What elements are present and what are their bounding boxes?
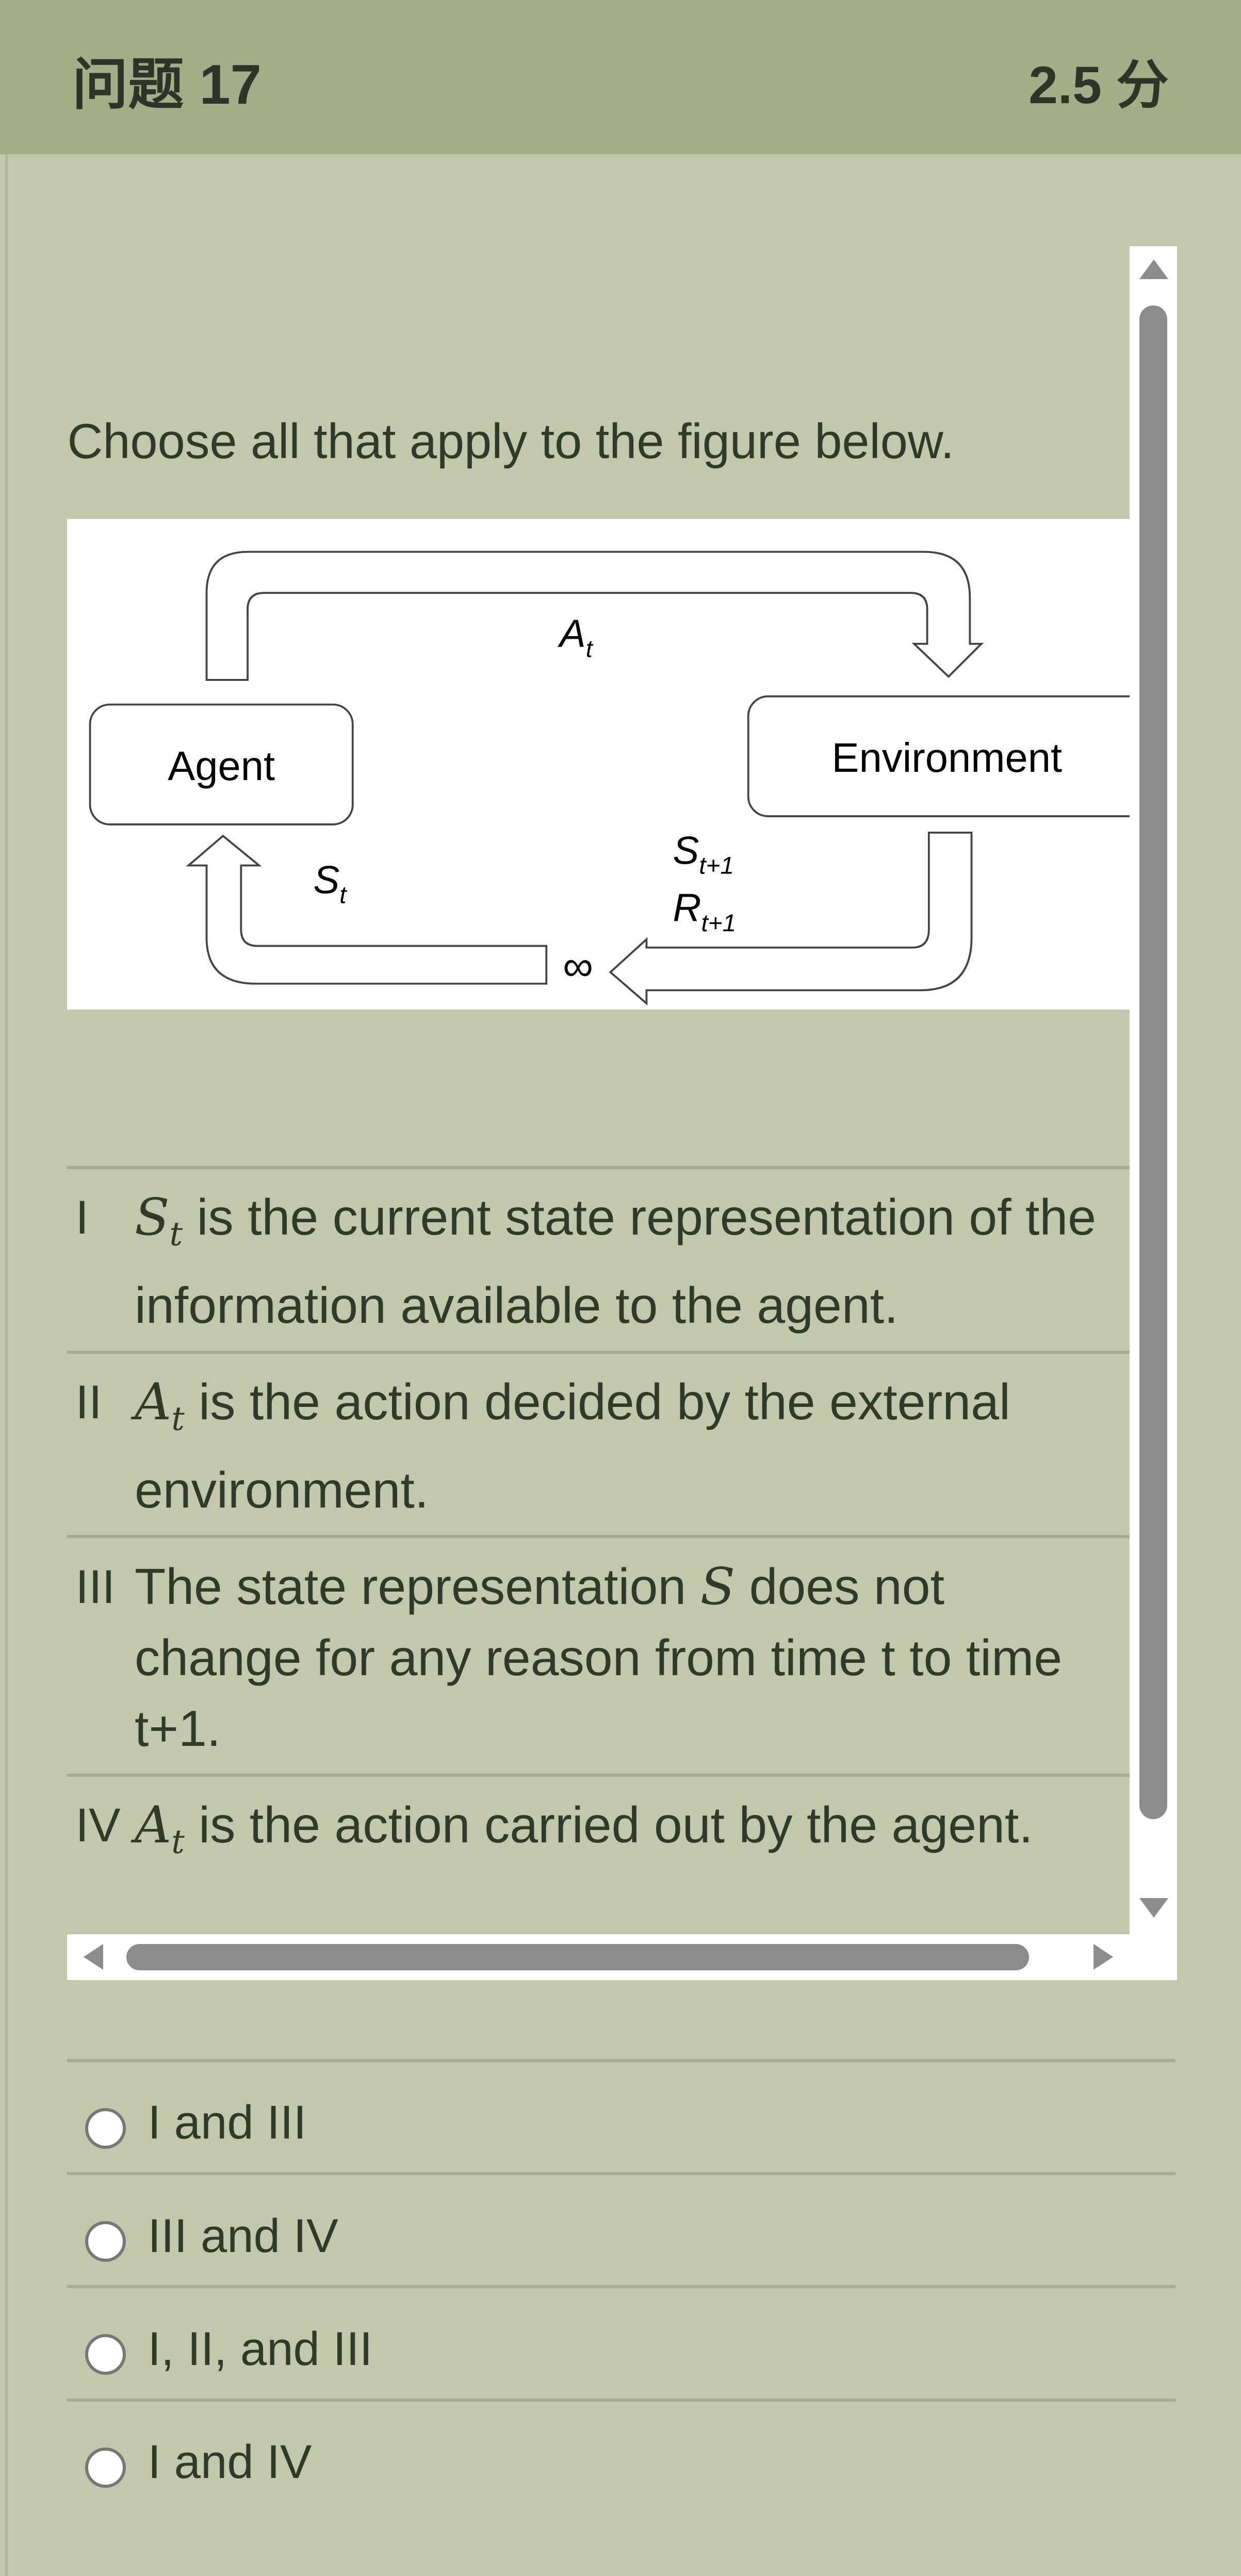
question-score: 2.5 分 (1028, 55, 1169, 115)
question-content: Choose all that apply to the figure belo… (67, 246, 1130, 1934)
statement-text: change for any reason from time t to tim… (134, 1629, 1063, 1686)
math-var: At (134, 1372, 185, 1438)
statement-text: is the current state representation of t… (183, 1189, 1097, 1245)
scroll-up-arrow-icon[interactable] (1139, 260, 1168, 279)
option-label[interactable]: III and IV (148, 2208, 338, 2262)
statement-ii: II At is the action decided by the exter… (67, 1350, 1130, 1535)
vertical-scrollbar[interactable] (1129, 246, 1177, 1934)
statement-number: III (75, 1559, 116, 1613)
option-4[interactable]: I and IV (67, 2398, 1175, 2512)
feedback-arrow (609, 831, 973, 1006)
state-label: St (314, 858, 348, 909)
reward-label: Rt+1 (673, 886, 737, 936)
action-arrow (206, 550, 984, 681)
math-var: S (700, 1557, 736, 1616)
radio-button[interactable] (85, 2447, 126, 2488)
statement-iv: IV At is the action carried out by the a… (67, 1773, 1130, 1888)
math-var: St (134, 1188, 183, 1254)
agent-box (89, 703, 354, 825)
statement-text: does not (735, 1558, 945, 1615)
option-label[interactable]: I and IV (148, 2435, 312, 2489)
scroll-left-arrow-icon[interactable] (84, 1944, 104, 1970)
environment-box (747, 695, 1130, 817)
scroll-right-arrow-icon[interactable] (1093, 1944, 1113, 1970)
statement-text: is the action decided by the external (184, 1373, 1010, 1430)
question-header: 问题 17 2.5 分 (0, 0, 1241, 155)
diagram-svg: Agent Environment At St St+1 Rt+1 ∞ (89, 550, 1130, 1006)
next-state-label: St+1 (673, 829, 734, 879)
radio-button[interactable] (85, 2108, 126, 2149)
statement-text: t+1. (134, 1699, 221, 1757)
radio-button[interactable] (85, 2221, 126, 2262)
option-3[interactable]: I, II, and III (67, 2285, 1175, 2398)
statement-i: I St is the current state representation… (67, 1165, 1130, 1351)
statement-text: The state representation (134, 1558, 700, 1615)
option-label[interactable]: I and III (148, 2095, 307, 2149)
statement-number: IV (75, 1797, 121, 1852)
statement-number: I (75, 1190, 89, 1244)
state-arrow (186, 834, 548, 985)
statement-text: environment. (134, 1461, 429, 1518)
rl-diagram-figure: Agent Environment At St St+1 Rt+1 ∞ (67, 519, 1130, 1010)
statements-list: I St is the current state representation… (67, 1165, 1130, 1888)
option-2[interactable]: III and IV (67, 2172, 1175, 2285)
scroll-down-arrow-icon[interactable] (1139, 1898, 1168, 1918)
math-var: At (134, 1795, 185, 1861)
question-title: 问题 17 (72, 53, 262, 116)
agent-label: Agent (168, 743, 275, 789)
statement-text: is the action carried out by the agent. (184, 1796, 1033, 1853)
horizontal-scroll-thumb[interactable] (126, 1944, 1030, 1970)
option-1[interactable]: I and III (67, 2059, 1175, 2172)
statement-iii: III The state representation S does not … (67, 1535, 1130, 1773)
statement-number: II (75, 1374, 102, 1429)
question-scroll-area[interactable]: Choose all that apply to the figure belo… (67, 246, 1177, 1981)
environment-label: Environment (832, 735, 1063, 781)
option-label[interactable]: I, II, and III (148, 2321, 373, 2375)
loop-symbol: ∞ (563, 942, 594, 990)
action-label: At (558, 612, 594, 662)
horizontal-scrollbar[interactable] (67, 1934, 1177, 1981)
vertical-scroll-thumb[interactable] (1139, 305, 1167, 1820)
statement-text: information available to the agent. (134, 1276, 899, 1334)
question-text: Choose all that apply to the figure belo… (67, 414, 955, 469)
radio-button[interactable] (85, 2334, 126, 2375)
answer-options: I and III III and IV I, II, and III I an… (67, 2059, 1175, 2512)
